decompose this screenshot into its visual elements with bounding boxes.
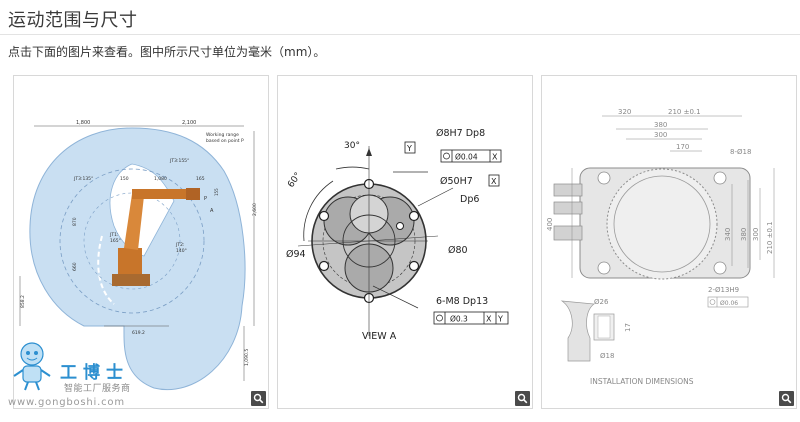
dim-170: 170 (676, 143, 689, 151)
dim-320: 320 (618, 108, 631, 116)
flange-drawing: 30° 60° Y Ø8H7 Dp8 Ø0.04 X Ø50H7 X Dp6 Ø… (286, 128, 509, 342)
datum-y-2: Y (497, 315, 503, 324)
dim-858: 858.2 (20, 295, 26, 308)
dim-26: Ø26 (594, 298, 609, 306)
logo-tagline: 智能工厂服务商 (64, 384, 131, 394)
point-p-label: P (204, 196, 207, 202)
dim-380v: 380 (740, 228, 748, 241)
view-a-caption: VIEW A (362, 331, 397, 342)
dim-17: 17 (624, 323, 632, 332)
datum-x-3: X (486, 315, 492, 324)
magnifier-icon (781, 393, 792, 404)
dim-660: 660 (72, 262, 78, 271)
holes-2-13h9: 2-Ø13H9 (708, 286, 739, 294)
installation-dimensions-image-card[interactable]: 320 210 ±0.1 380 300 170 8-Ø18 400 340 3… (541, 75, 797, 409)
dim-210: 210 ±0.1 (668, 108, 701, 116)
gongboshi-watermark-logo: 工博士 智能工厂服务商 www.gongboshi.com (8, 338, 168, 412)
dim-2100: 2,100 (182, 120, 196, 126)
working-range-drawing: 1,800 2,100 Working range based on point… (19, 120, 258, 390)
flange-view-image-card[interactable]: 30° 60° Y Ø8H7 Dp8 Ø0.04 X Ø50H7 X Dp6 Ø… (277, 75, 533, 409)
page-subtitle: 点击下面的图片来查看。图中所示尺寸单位为毫米（mm）。 (8, 45, 326, 59)
jt3-label-b: JT3:155° (169, 158, 189, 164)
dim-10905: 1,090.5 (244, 349, 250, 366)
diameter-80: Ø80 (448, 245, 468, 256)
jt1-angle: 165° (110, 238, 121, 244)
angle-60: 60° (286, 171, 303, 190)
logo-url: www.gongboshi.com (8, 397, 125, 408)
mascot-icon (13, 342, 51, 391)
dim-300v: 300 (752, 228, 760, 241)
dim-150: 150 (120, 176, 129, 182)
magnifier-icon (253, 393, 264, 404)
datum-x-1: X (492, 153, 498, 162)
diameter-94: Ø94 (286, 249, 306, 260)
tolerance-1: Ø0.04 (455, 153, 478, 162)
jt3-label-a: JT3:135° (73, 176, 93, 182)
working-range-note-1: Working range (206, 132, 239, 138)
installation-caption: INSTALLATION DIMENSIONS (590, 377, 694, 386)
point-a-label: A (210, 208, 214, 214)
dim-619: 619.2 (132, 330, 145, 336)
dim-1800: 1,800 (76, 120, 90, 126)
bore-depth-label: Dp6 (460, 194, 479, 205)
jt2-label: JT2: (175, 242, 184, 248)
angle-30: 30° (344, 141, 360, 151)
tolerance-2: Ø0.3 (450, 315, 468, 324)
working-range-image-card[interactable]: 1,800 2,100 Working range based on point… (13, 75, 269, 409)
dim-380: 380 (654, 121, 667, 129)
dim-1080: 1,080 (154, 176, 167, 182)
dim-870: 870 (72, 217, 78, 226)
tolerance-3: Ø0.06 (720, 300, 738, 307)
dim-340: 340 (724, 228, 732, 241)
page-title: 运动范围与尺寸 (8, 10, 138, 31)
working-range-note-2: based on point P (206, 138, 244, 144)
holes-8-18: 8-Ø18 (730, 148, 751, 156)
jt1-label: JT1: (109, 232, 118, 238)
datum-x-2: X (491, 177, 497, 186)
dim-18: Ø18 (600, 352, 614, 360)
logo-name: 工博士 (60, 363, 129, 383)
dim-165: 165 (196, 176, 205, 182)
zoom-button[interactable] (251, 391, 266, 406)
title-divider (0, 34, 800, 35)
installation-drawing: 320 210 ±0.1 380 300 170 8-Ø18 400 340 3… (546, 108, 775, 386)
zoom-button[interactable] (779, 391, 794, 406)
bore-50h7-label: Ø50H7 (440, 176, 473, 187)
dim-300: 300 (654, 131, 667, 139)
zoom-button[interactable] (515, 391, 530, 406)
datum-y: Y (406, 144, 412, 153)
thread-m8-label: 6-M8 Dp13 (436, 296, 488, 307)
dim-210v: 210 ±0.1 (766, 221, 774, 254)
dim-155: 155 (214, 188, 219, 196)
jt2-angle: 140° (176, 248, 187, 254)
dim-400: 400 (546, 218, 554, 231)
magnifier-icon (517, 393, 528, 404)
dim-2600: 2,600 (252, 203, 258, 216)
hole-8h7-label: Ø8H7 Dp8 (436, 128, 485, 139)
